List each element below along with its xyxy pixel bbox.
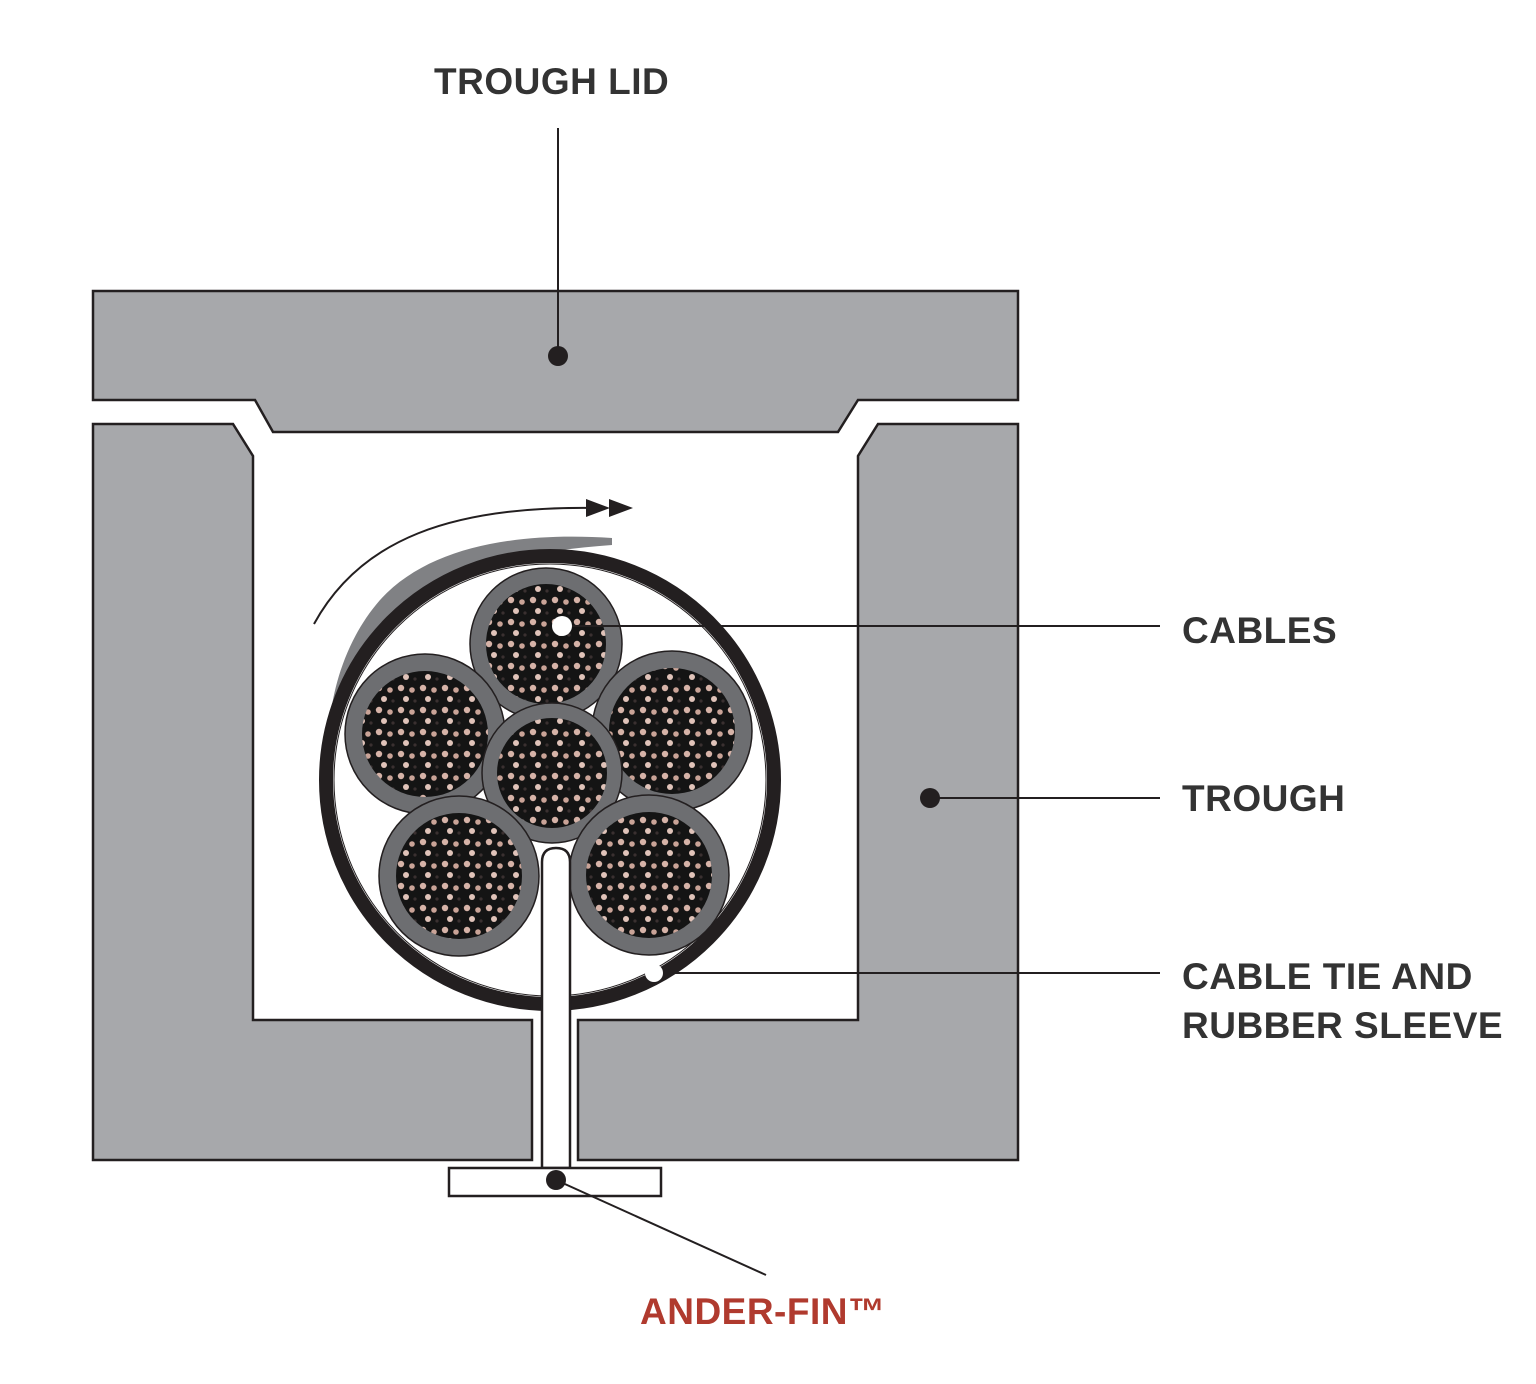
rotation-swoosh — [330, 536, 612, 720]
leader-ander-fin — [555, 1179, 767, 1276]
trough-body-left — [91, 422, 534, 1162]
dot-icon — [920, 788, 940, 808]
cable — [344, 653, 506, 815]
label-cable-tie-line1: CABLE TIE AND — [1182, 956, 1473, 997]
label-cable-tie-line2: RUBBER SLEEVE — [1182, 1005, 1503, 1046]
label-ander-fin: ANDER-FIN™ — [640, 1291, 885, 1332]
cable — [469, 567, 623, 721]
label-cables: CABLES — [1182, 610, 1337, 651]
label-trough-lid: TROUGH LID — [434, 61, 669, 102]
dot-icon — [645, 964, 663, 982]
dot-icon — [552, 616, 572, 636]
label-trough: TROUGH — [1182, 778, 1345, 819]
rotation-arc — [313, 506, 601, 625]
ander-fin — [540, 846, 572, 1170]
dot-icon — [546, 1170, 566, 1190]
cable — [378, 795, 540, 957]
double-arrow-right-icon — [586, 499, 633, 517]
trough-body-right — [576, 422, 1020, 1162]
cable — [568, 794, 730, 956]
cable — [481, 702, 623, 844]
dot-icon — [548, 346, 568, 366]
cable-bundle — [344, 567, 753, 957]
